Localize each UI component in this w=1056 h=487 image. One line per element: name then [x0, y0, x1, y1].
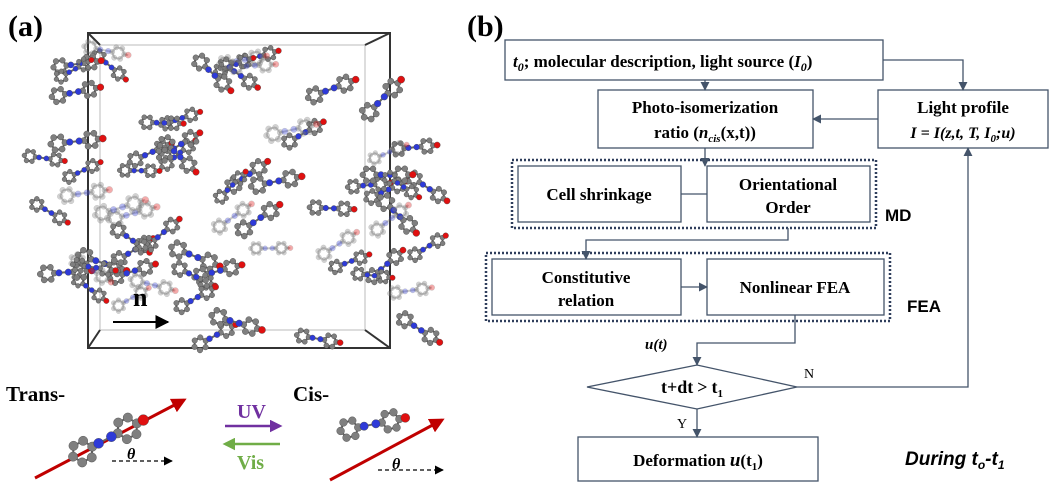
cell-shrinkage-box: [517, 165, 682, 223]
cell-shrinkage-label: Cell shrinkage: [546, 185, 652, 204]
trans-label: Trans-: [6, 382, 65, 406]
nonlinear-fea-box: [706, 258, 885, 316]
md-tag: MD: [885, 206, 911, 225]
uv-label: UV: [237, 401, 266, 423]
molecule-cloud: [21, 38, 451, 354]
decision-text: t+dt>t1: [661, 377, 723, 400]
nonlinear-fea-label: Nonlinear FEA: [740, 278, 851, 297]
constitutive-relation-box: [491, 258, 682, 316]
md-simulation-box: [21, 32, 451, 354]
photo-line2: ratio (ncis(x,t)): [654, 123, 756, 145]
photo-isomerization-box: [597, 89, 814, 149]
light-profile-box: [877, 89, 1049, 149]
light-line1: Light profile: [917, 98, 1009, 117]
during-label: During to-t1: [905, 449, 1005, 472]
flow-connectors: [581, 59, 973, 438]
panel-b: (b) t0; molecular description, light sou…: [467, 10, 1049, 482]
vis-label: Vis: [237, 452, 264, 474]
trans-molecule: [34, 398, 187, 480]
light-line2: I = I(z,t, T, I0;u): [909, 125, 1015, 145]
cis-label: Cis-: [293, 382, 329, 406]
deformation-label: Deformation u(t1): [633, 450, 763, 473]
md-group-frame: [510, 158, 878, 230]
orientational-line1: Orientational: [739, 175, 837, 194]
constitutive-line2: relation: [558, 291, 615, 310]
photo-line1: Photo-isomerization: [632, 98, 779, 117]
panel-a: (a) n Trans- θ UV Vis Cis-: [6, 10, 451, 482]
panel-a-label: (a): [8, 10, 43, 43]
start-box-text: t0; molecular description, light source …: [513, 52, 812, 74]
fea-group-frame: [484, 251, 892, 323]
ut-label: u(t): [645, 337, 668, 353]
panel-b-label: (b): [467, 10, 504, 43]
cis-angle-label: θ: [392, 456, 401, 473]
yes-label: Y: [677, 417, 687, 432]
director-label: n: [133, 283, 148, 312]
orientational-order-box: [706, 165, 871, 223]
orientational-line2: Order: [765, 198, 811, 217]
constitutive-line1: Constitutive: [542, 268, 631, 287]
cis-molecule: [329, 408, 445, 482]
fea-tag: FEA: [907, 297, 941, 316]
trans-angle-label: θ: [127, 446, 136, 463]
start-box: [504, 39, 884, 81]
no-label: N: [804, 367, 814, 382]
